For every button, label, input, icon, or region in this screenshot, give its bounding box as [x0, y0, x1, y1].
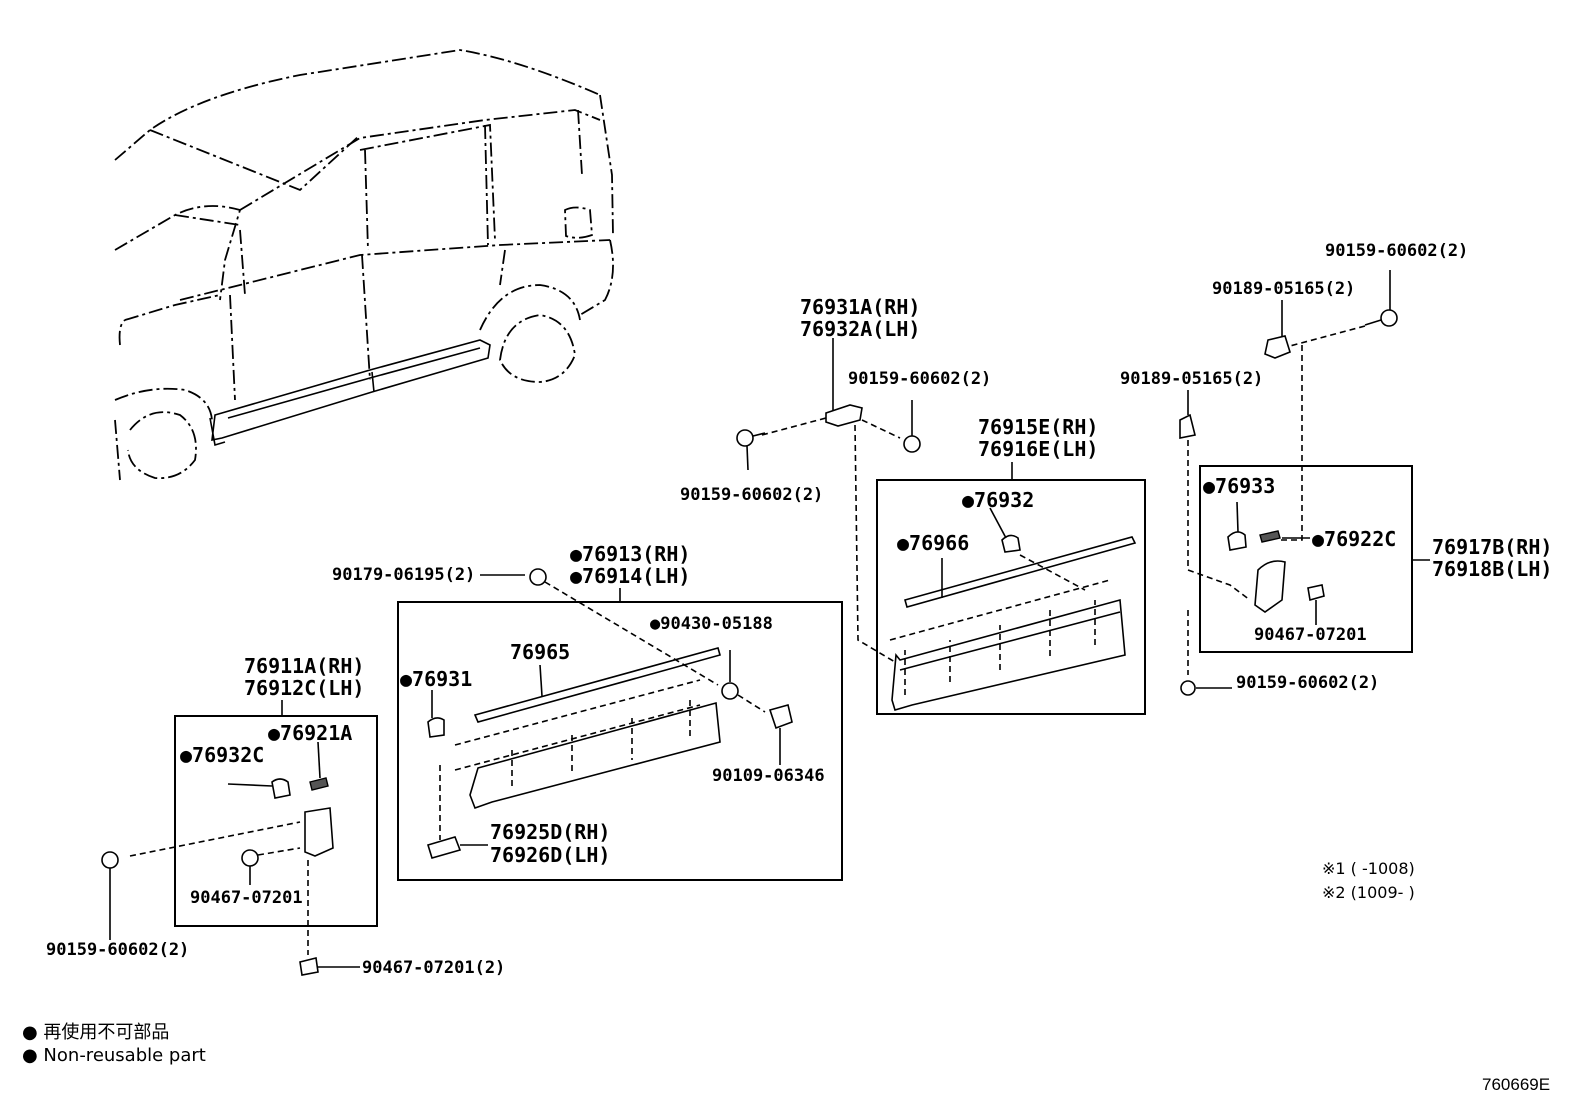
label-76922c: ●76922C: [1312, 527, 1396, 551]
label-76917b: 76917B(RH): [1432, 535, 1552, 559]
label-90467-a: 90467-07201: [1254, 625, 1367, 645]
label-90189-b: 90189-05165(2): [1120, 369, 1263, 389]
label-90467-b: 90467-07201: [190, 888, 303, 908]
label-90467-c: 90467-07201(2): [362, 958, 505, 978]
bolt-right: [903, 400, 921, 453]
vehicle-outline: [114, 49, 614, 481]
label-90179: 90179-06195(2): [332, 565, 475, 585]
label-76926d: 76926D(LH): [490, 843, 610, 867]
label-76931: ●76931: [400, 667, 472, 691]
label-76933: ●76933: [1203, 474, 1275, 498]
clip-90189-left: [1179, 413, 1196, 439]
molding-76915e: [889, 507, 1137, 711]
diagram-code: 760669E: [1482, 1075, 1550, 1094]
clip-bottom: [299, 957, 360, 976]
label-76912c: 76912C(LH): [244, 676, 364, 700]
label-76965: 76965: [510, 640, 570, 664]
label-76914: ●76914(LH): [570, 564, 690, 588]
note-1: ※1 ( -1008): [1322, 859, 1415, 878]
garnish-76911a: [101, 741, 360, 976]
box-76917b: [1199, 465, 1413, 653]
note-2: ※2 (1009- ): [1322, 883, 1415, 902]
bracket-group-top: [736, 338, 921, 666]
label-76932c: ●76932C: [180, 743, 264, 767]
mudguard-76917b: [1227, 501, 1325, 625]
bolt-left: [736, 429, 766, 471]
label-76915e: 76915E(RH): [978, 415, 1098, 439]
label-76916e: 76916E(LH): [978, 437, 1098, 461]
label-90189-a: 90189-05165(2): [1212, 279, 1355, 299]
bolt-top-right: [1364, 309, 1398, 327]
label-90430: ●90430-05188: [650, 614, 773, 634]
bolt-bottom-right: [1180, 680, 1232, 696]
label-90159-b: 90159-60602(2): [680, 485, 823, 505]
legend-line-jp: ● 再使用不可部品: [22, 1022, 169, 1043]
label-76966: ●76966: [897, 531, 969, 555]
part-labels: 76931A(RH) 76932A(LH) 90159-60602(2) 901…: [46, 241, 1552, 978]
bracket-76931a: [825, 404, 863, 427]
bolt-left-bottom: [101, 851, 119, 940]
box-76911a: [174, 715, 378, 927]
label-76911a: 76911A(RH): [244, 654, 364, 678]
label-90109: 90109-06346: [712, 766, 825, 786]
fender-group: [1179, 270, 1398, 696]
label-76913: ●76913(RH): [570, 542, 690, 566]
label-76932a: 76932A(LH): [800, 317, 920, 341]
legend: ● 再使用不可部品 ● Non-reusable part: [22, 1022, 206, 1066]
box-76915e: [876, 479, 1146, 715]
label-90159-d: 90159-60602(2): [1236, 673, 1379, 693]
label-76931a: 76931A(RH): [800, 295, 920, 319]
label-76918b: 76918B(LH): [1432, 557, 1552, 581]
label-76921a: ●76921A: [268, 721, 352, 745]
label-90159-e: 90159-60602(2): [46, 940, 189, 960]
molding-76913: [426, 568, 793, 859]
notes: ※1 ( -1008) ※2 (1009- ): [1322, 859, 1415, 902]
legend-line-en: ● Non-reusable part: [22, 1045, 206, 1066]
clip-90189-top: [1264, 335, 1291, 359]
label-90159-a: 90159-60602(2): [848, 369, 991, 389]
label-76925d: 76925D(RH): [490, 820, 610, 844]
label-76932: ●76932: [962, 488, 1034, 512]
label-90159-c: 90159-60602(2): [1325, 241, 1468, 261]
